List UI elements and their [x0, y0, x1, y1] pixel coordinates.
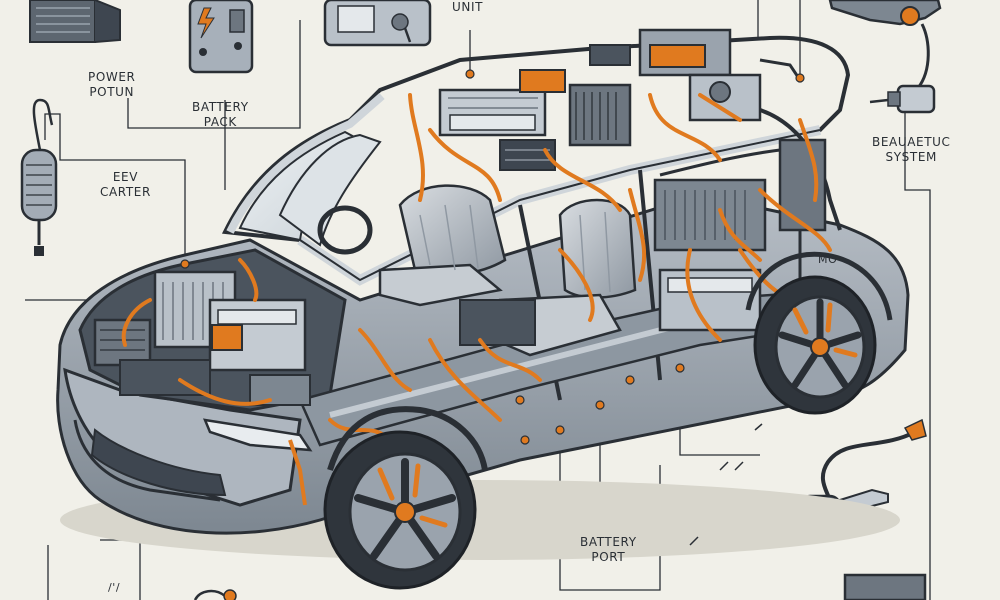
label-battery-port: BATTERY PORT — [580, 535, 637, 565]
bumper-intake — [90, 428, 227, 497]
label-power-line2: POTUN — [89, 85, 135, 99]
label-eev-carter-line2: CARTER — [100, 185, 151, 199]
rear-components — [459, 138, 827, 346]
label-mo-text: MO — [818, 253, 838, 266]
label-unit: UNIT — [452, 0, 483, 15]
label-power-potun: POWER POTUN — [88, 70, 135, 100]
label-bottom-mark-text: /'/ — [108, 581, 121, 594]
connector-points — [180, 69, 805, 445]
decorative-marks — [689, 423, 763, 546]
front-wheel — [323, 406, 488, 590]
left-charging-connector — [20, 98, 58, 256]
label-battery-pack-line1: BATTERY — [192, 100, 249, 114]
leader-line-eev-carter — [44, 113, 186, 262]
front-seat-back — [398, 184, 507, 277]
label-battery-port-line2: PORT — [591, 550, 626, 564]
rear-seat-back — [558, 198, 637, 299]
battery-module-component — [188, 0, 254, 74]
roof-frame — [221, 35, 851, 283]
side-window — [278, 133, 382, 247]
label-beauaetuc-system: BEAUAETUC SYSTEM — [872, 135, 951, 165]
label-battery-pack: BATTERY PACK — [192, 100, 249, 130]
bottom-right-component — [843, 573, 927, 600]
bottom-left-cable — [193, 589, 237, 600]
headlight — [202, 418, 313, 452]
label-eev-carter: EEV CARTER — [100, 170, 151, 200]
label-battery-pack-line2: PACK — [203, 115, 237, 129]
leader-line-power — [127, 20, 301, 129]
roof-components — [438, 28, 802, 171]
label-eev-carter-line1: EEV — [112, 170, 139, 184]
label-power-line1: POWER — [88, 70, 136, 84]
lower-grille — [73, 419, 221, 502]
label-beauaetuc-line1: BEAUAETUC — [872, 135, 951, 149]
label-beauaetuc-line2: SYSTEM — [885, 150, 937, 164]
motor-assembly-component — [828, 0, 942, 89]
label-unit-text: UNIT — [452, 0, 484, 14]
label-bottom-mark: /'/ — [108, 580, 120, 595]
battery-stack-component — [29, 0, 121, 43]
leader-line-beauaetuc — [904, 112, 931, 600]
label-battery-port-line1: BATTERY — [580, 535, 637, 549]
rear-wheel — [745, 251, 893, 415]
steering-wheel — [317, 205, 373, 255]
label-mo-mark: MO — [818, 252, 837, 267]
control-unit-component — [323, 0, 432, 47]
right-connector-plug — [869, 84, 936, 114]
